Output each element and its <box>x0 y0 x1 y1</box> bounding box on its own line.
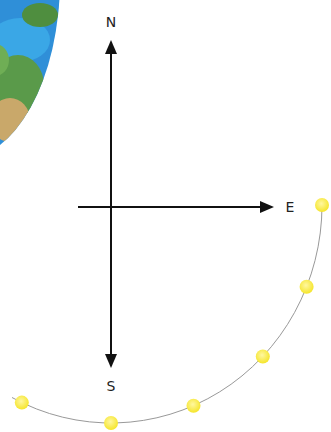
direction-label: E <box>286 200 295 214</box>
direction-label: S <box>107 379 116 393</box>
direction-label: N <box>106 15 116 29</box>
sun-path <box>12 198 329 430</box>
compass-axes <box>78 40 274 368</box>
globe <box>0 0 60 160</box>
